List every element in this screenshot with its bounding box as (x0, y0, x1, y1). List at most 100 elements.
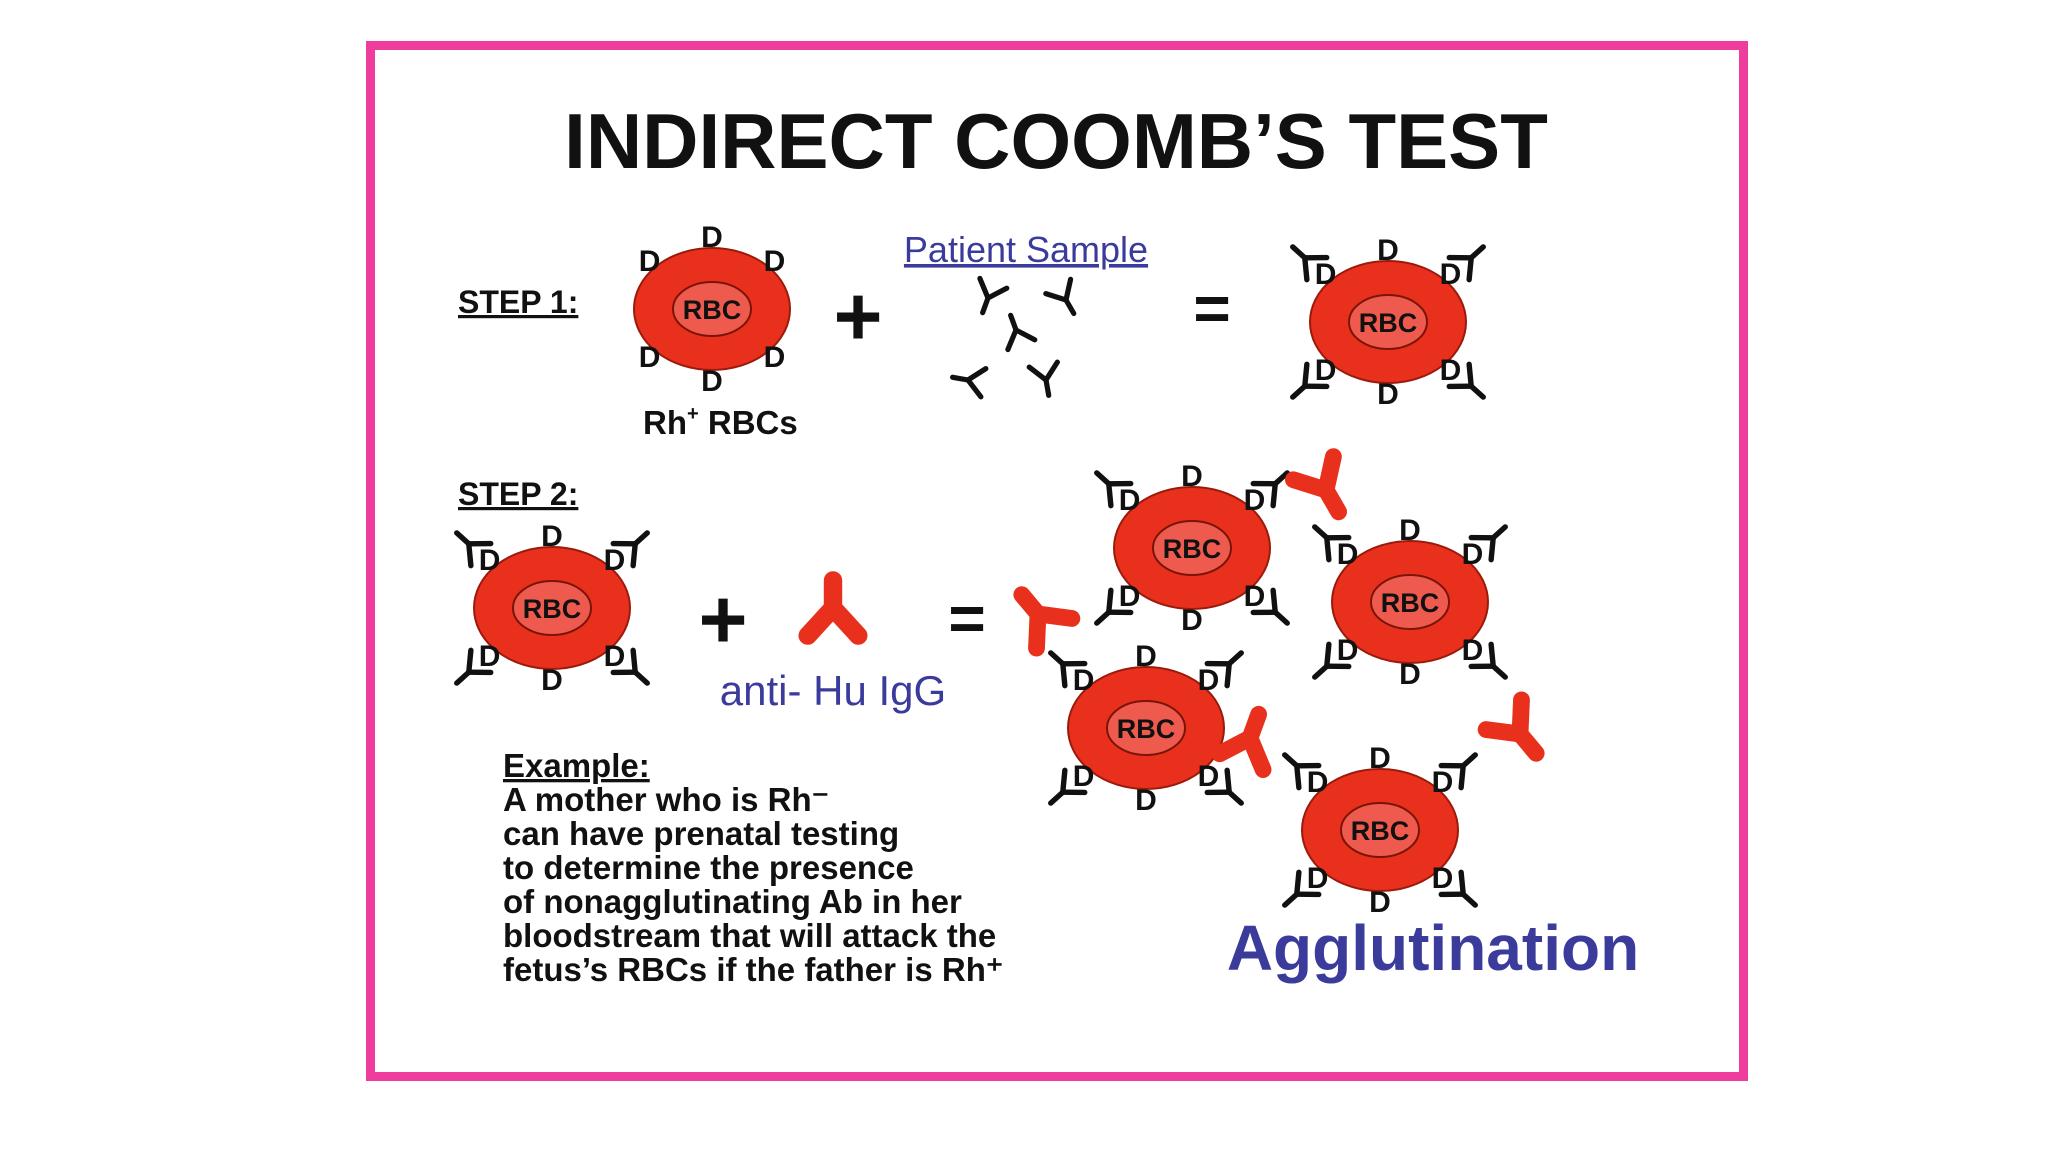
patient-antibody (977, 275, 1010, 316)
rbc-label: RBC (683, 295, 742, 325)
d-antigen: D (1244, 580, 1266, 613)
d-antigen: D (1198, 664, 1220, 697)
rbc-nucleus-zone (512, 580, 592, 636)
d-antigen: D (1135, 640, 1157, 673)
bound-antibody (1438, 869, 1478, 908)
d-antigen: D (1337, 634, 1359, 667)
bridging-anti-igg (1284, 448, 1347, 521)
bound-antibody (1048, 650, 1088, 689)
d-antigen: D (479, 544, 501, 577)
d-antigen: D (1307, 862, 1329, 895)
d-antigen: D (1377, 378, 1399, 411)
patient-antibody (950, 366, 989, 400)
d-antigen: D (1119, 580, 1141, 613)
bound-antibody (610, 530, 650, 569)
d-antigen: D (1244, 484, 1266, 517)
patient-sample-label: Patient Sample (904, 229, 1148, 270)
equals-operator-step1: = (1193, 272, 1230, 344)
rh-positive-rbcs-label: Rh+ RBCs (643, 403, 798, 441)
bound-antibody (454, 530, 494, 569)
d-antigen: D (1432, 862, 1454, 895)
d-antigen: D (1399, 658, 1421, 691)
agglutination-label: Agglutination (1227, 912, 1639, 984)
example-heading: Example: (503, 747, 650, 784)
d-antigen: D (1119, 484, 1141, 517)
bound-antibody (1468, 524, 1508, 563)
rbc-label: RBC (1117, 714, 1176, 744)
bound-antibody (1250, 587, 1290, 626)
plus-operator-step2: + (698, 572, 747, 666)
step1-label: STEP 1: (458, 284, 578, 320)
rbc-nucleus-zone (1340, 802, 1420, 858)
rbc-nucleus-zone (672, 281, 752, 337)
anti-human-igg-label: anti- Hu IgG (720, 667, 946, 714)
d-antigen: D (701, 221, 723, 254)
bridging-anti-igg (1477, 691, 1545, 762)
plus-operator-step1: + (833, 269, 882, 363)
bound-antibody (1094, 470, 1134, 509)
bound-antibody (1048, 767, 1088, 806)
bound-antibody (1438, 752, 1478, 791)
bound-antibody (1312, 524, 1352, 563)
d-antigen: D (1181, 604, 1203, 637)
equals-operator-step2: = (948, 582, 985, 654)
d-antigen: D (541, 664, 563, 697)
rbc-nucleus-zone (1152, 520, 1232, 576)
d-antigen: D (1315, 258, 1337, 291)
bound-antibody (1204, 650, 1244, 689)
rbc-nucleus-zone (1370, 574, 1450, 630)
anti-human-igg-icon (798, 571, 868, 645)
d-antigen: D (1377, 234, 1399, 267)
bound-antibody (1094, 587, 1134, 626)
d-antigen: D (701, 365, 723, 398)
rbc-nucleus-zone (1348, 294, 1428, 350)
example-line: fetus’s RBCs if the father is Rh⁺ (503, 951, 1003, 988)
rbc-label: RBC (1359, 308, 1418, 338)
d-antigen: D (1073, 760, 1095, 793)
bound-antibody (1446, 244, 1486, 283)
page-title: INDIRECT COOMB’S TEST (564, 97, 1548, 185)
d-antigen: D (1369, 886, 1391, 919)
d-antigen: D (639, 245, 661, 278)
bridging-anti-igg (1211, 705, 1272, 778)
example-line: to determine the presence (503, 849, 914, 886)
d-antigen: D (541, 520, 563, 553)
patient-antibody (1026, 359, 1060, 398)
d-antigen: D (1369, 742, 1391, 775)
bound-antibody (1290, 244, 1330, 283)
bound-antibody (1282, 869, 1322, 908)
bound-antibody (1312, 641, 1352, 680)
rbc-nucleus-zone (1106, 700, 1186, 756)
step2-label: STEP 2: (458, 476, 578, 512)
d-antigen: D (1399, 514, 1421, 547)
d-antigen: D (479, 640, 501, 673)
d-antigen: D (604, 544, 626, 577)
bound-antibody (1446, 361, 1486, 400)
d-antigen: D (1073, 664, 1095, 697)
d-antigen: D (764, 245, 786, 278)
d-antigen: D (1181, 460, 1203, 493)
d-antigen: D (1315, 354, 1337, 387)
bound-antibody (1290, 361, 1330, 400)
d-antigen: D (1462, 634, 1484, 667)
bound-antibody (1282, 752, 1322, 791)
bound-antibody (1204, 767, 1244, 806)
example-line: of nonagglutinating Ab in her (503, 883, 962, 920)
patient-antibody (1005, 312, 1038, 353)
d-antigen: D (1307, 766, 1329, 799)
bound-antibody (1468, 641, 1508, 680)
rbc-label: RBC (523, 594, 582, 624)
rbc-label: RBC (1381, 588, 1440, 618)
patient-antibody (1043, 276, 1077, 317)
d-antigen: D (1440, 354, 1462, 387)
d-antigen: D (764, 341, 786, 374)
